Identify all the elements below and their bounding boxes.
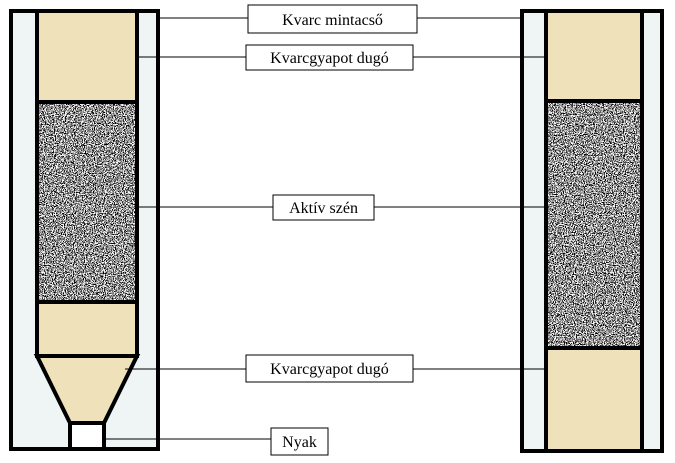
right-wool-plug-bottom bbox=[544, 346, 644, 453]
right-activated-carbon bbox=[544, 99, 644, 350]
label-wool-plug-top: Kvarcgyapot dugó bbox=[245, 44, 414, 71]
label-wool-plug-top-text: Kvarcgyapot dugó bbox=[270, 50, 389, 67]
label-quartz-tube: Kvarc mintacső bbox=[247, 4, 418, 34]
leader-lines bbox=[104, 17, 546, 440]
label-neck-text: Nyak bbox=[282, 434, 317, 451]
left-neck bbox=[68, 421, 106, 451]
left-wool-plug-top bbox=[35, 9, 139, 104]
left-sample-tube bbox=[9, 9, 160, 451]
label-wool-plug-bottom: Kvarcgyapot dugó bbox=[245, 354, 414, 383]
left-activated-carbon bbox=[35, 100, 139, 304]
left-wool-plug-bottom bbox=[35, 300, 139, 358]
label-activated-carbon: Aktív szén bbox=[272, 194, 375, 221]
right-sample-tube bbox=[520, 9, 664, 453]
right-wool-plug-top bbox=[544, 9, 644, 103]
label-quartz-tube-text: Kvarc mintacső bbox=[282, 12, 383, 29]
label-neck: Nyak bbox=[270, 427, 329, 456]
label-activated-carbon-text: Aktív szén bbox=[289, 200, 358, 217]
label-wool-plug-bottom-text: Kvarcgyapot dugó bbox=[270, 361, 389, 378]
